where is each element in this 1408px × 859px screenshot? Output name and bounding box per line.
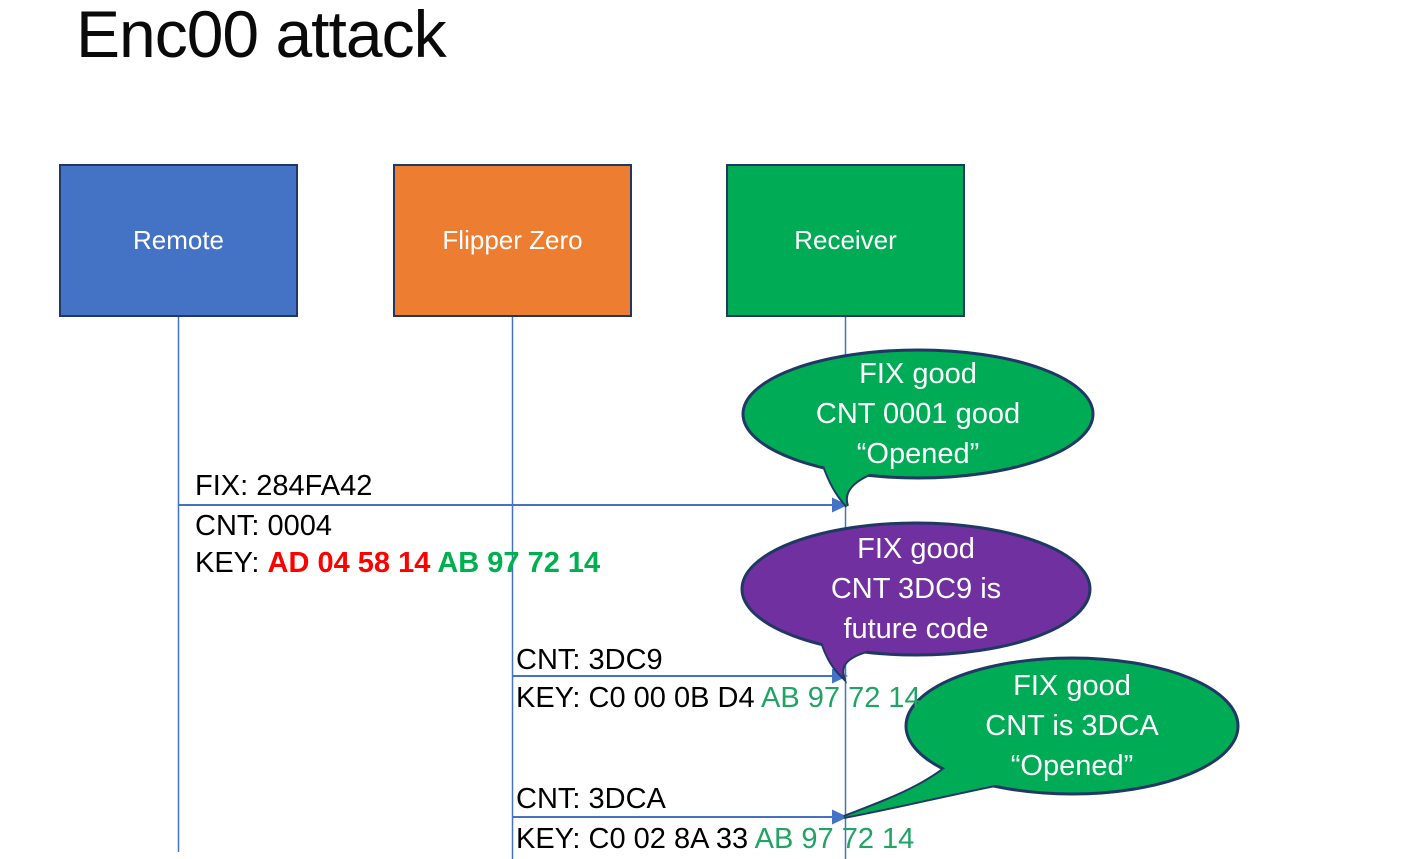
message-arrow-flipper-to-receiver-2: [512, 809, 848, 825]
actor-box-receiver: Receiver: [726, 164, 965, 317]
bubble-line: “Opened”: [1010, 750, 1134, 782]
msg1-fix-label: FIX: 284FA42: [195, 470, 373, 502]
actor-box-flipper-zero: Flipper Zero: [393, 164, 632, 317]
key-green-bytes: AB 97 72 14: [761, 682, 921, 714]
message-arrow-remote-to-receiver: [178, 497, 848, 513]
bubble-line: CNT 0001 good: [815, 398, 1021, 430]
arrowhead-icon: [832, 809, 848, 825]
actor-label: Remote: [132, 225, 225, 255]
speech-bubble-2-shape: [740, 521, 1092, 684]
speech-bubble-1-shape: [741, 348, 1095, 508]
speech-bubble-3-shape: [843, 656, 1240, 819]
key-red-bytes: AD 04 58 14: [267, 547, 438, 579]
bubble-line: “Opened”: [856, 438, 980, 470]
key-green-bytes: AB 97 72 14: [437, 547, 601, 579]
key-prefix: KEY: C0 02 8A 33: [516, 823, 755, 855]
msg1-cnt-label: CNT: 0004: [195, 510, 333, 542]
bubble-line: FIX good: [859, 358, 977, 390]
actor-box-remote: Remote: [59, 164, 298, 317]
msg3-cnt-label: CNT: 3DCA: [516, 783, 666, 815]
speech-bubble-2-text: FIX good CNT 3DC9 is future code: [742, 529, 1090, 649]
bubble-line: FIX good: [857, 533, 975, 565]
key-green-bytes: AB 97 72 14: [754, 823, 915, 855]
msg2-key-label: KEY: C0 00 0B D4 AB 97 72 14: [516, 681, 921, 715]
bubble-line: FIX good: [1013, 670, 1131, 702]
page-title: Enc00 attack: [76, 0, 447, 71]
speech-bubble-1-text: FIX good CNT 0001 good “Opened”: [743, 354, 1093, 474]
bubble-line: future code: [843, 613, 989, 645]
actor-label: Receiver: [794, 225, 897, 255]
msg2-cnt-label: CNT: 3DC9: [516, 644, 663, 676]
speech-bubble-3-text: FIX good CNT is 3DCA “Opened”: [906, 666, 1238, 786]
msg1-key-label: KEY: AD 04 58 14 AB 97 72 14: [195, 546, 600, 580]
actor-label: Flipper Zero: [442, 225, 583, 255]
arrowhead-icon: [832, 497, 848, 513]
bubble-line: CNT 3DC9 is: [830, 573, 1002, 605]
key-prefix: KEY: C0 00 0B D4: [516, 682, 762, 714]
msg3-key-label: KEY: C0 02 8A 33 AB 97 72 14: [516, 822, 914, 856]
key-prefix: KEY:: [195, 547, 268, 579]
bubble-line: CNT is 3DCA: [985, 710, 1159, 742]
